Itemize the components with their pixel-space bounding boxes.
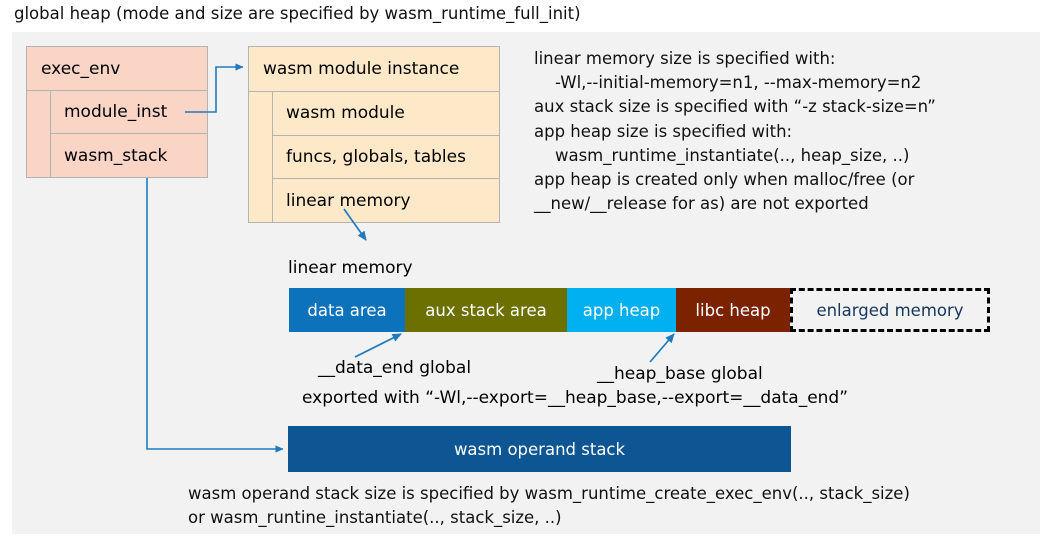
heap-base-callout-label: __heap_base global xyxy=(597,364,763,384)
module-instance-body: wasm module funcs, globals, tables linea… xyxy=(249,92,499,223)
memory-segment-libc-heap: libc heap xyxy=(676,288,790,332)
module-instance-field-funcs-globals-tables: funcs, globals, tables xyxy=(273,136,499,179)
memory-segment-app-heap: app heap xyxy=(567,288,676,332)
exec-env-gutter xyxy=(27,91,51,177)
exported-with-label: exported with “-Wl,--export=__heap_base,… xyxy=(302,388,849,408)
exec-env-title: exec_env xyxy=(27,47,207,91)
memory-segment-aux-stack-area: aux stack area xyxy=(405,288,567,332)
exec-env-box: exec_env module_inst wasm_stack xyxy=(26,46,208,178)
memory-segment-data-area: data area xyxy=(289,288,405,332)
wasm-module-instance-box: wasm module instance wasm module funcs, … xyxy=(248,46,500,223)
linear-memory-note: linear memory size is specified with: -W… xyxy=(534,49,936,214)
wasm-operand-stack-box: wasm operand stack xyxy=(288,426,791,472)
module-instance-title: wasm module instance xyxy=(249,47,499,92)
linear-memory-bar-label: linear memory xyxy=(288,258,413,278)
module-instance-field-wasm-module: wasm module xyxy=(273,92,499,136)
operand-stack-note: wasm operand stack size is specified by … xyxy=(188,484,910,528)
module-instance-field-linear-memory: linear memory xyxy=(286,190,411,211)
exec-env-field-module-inst: module_inst xyxy=(51,91,207,134)
exec-env-fields: module_inst wasm_stack xyxy=(51,91,207,177)
module-instance-gutter xyxy=(249,92,273,223)
module-instance-fields: wasm module funcs, globals, tables linea… xyxy=(273,92,499,223)
data-end-callout-label: __data_end global xyxy=(318,358,472,378)
exec-env-body: module_inst wasm_stack xyxy=(27,91,207,177)
diagram-caption: global heap (mode and size are specified… xyxy=(14,4,581,23)
exec-env-field-wasm-stack: wasm_stack xyxy=(64,145,168,166)
memory-segment-enlarged-memory: enlarged memory xyxy=(790,288,990,332)
